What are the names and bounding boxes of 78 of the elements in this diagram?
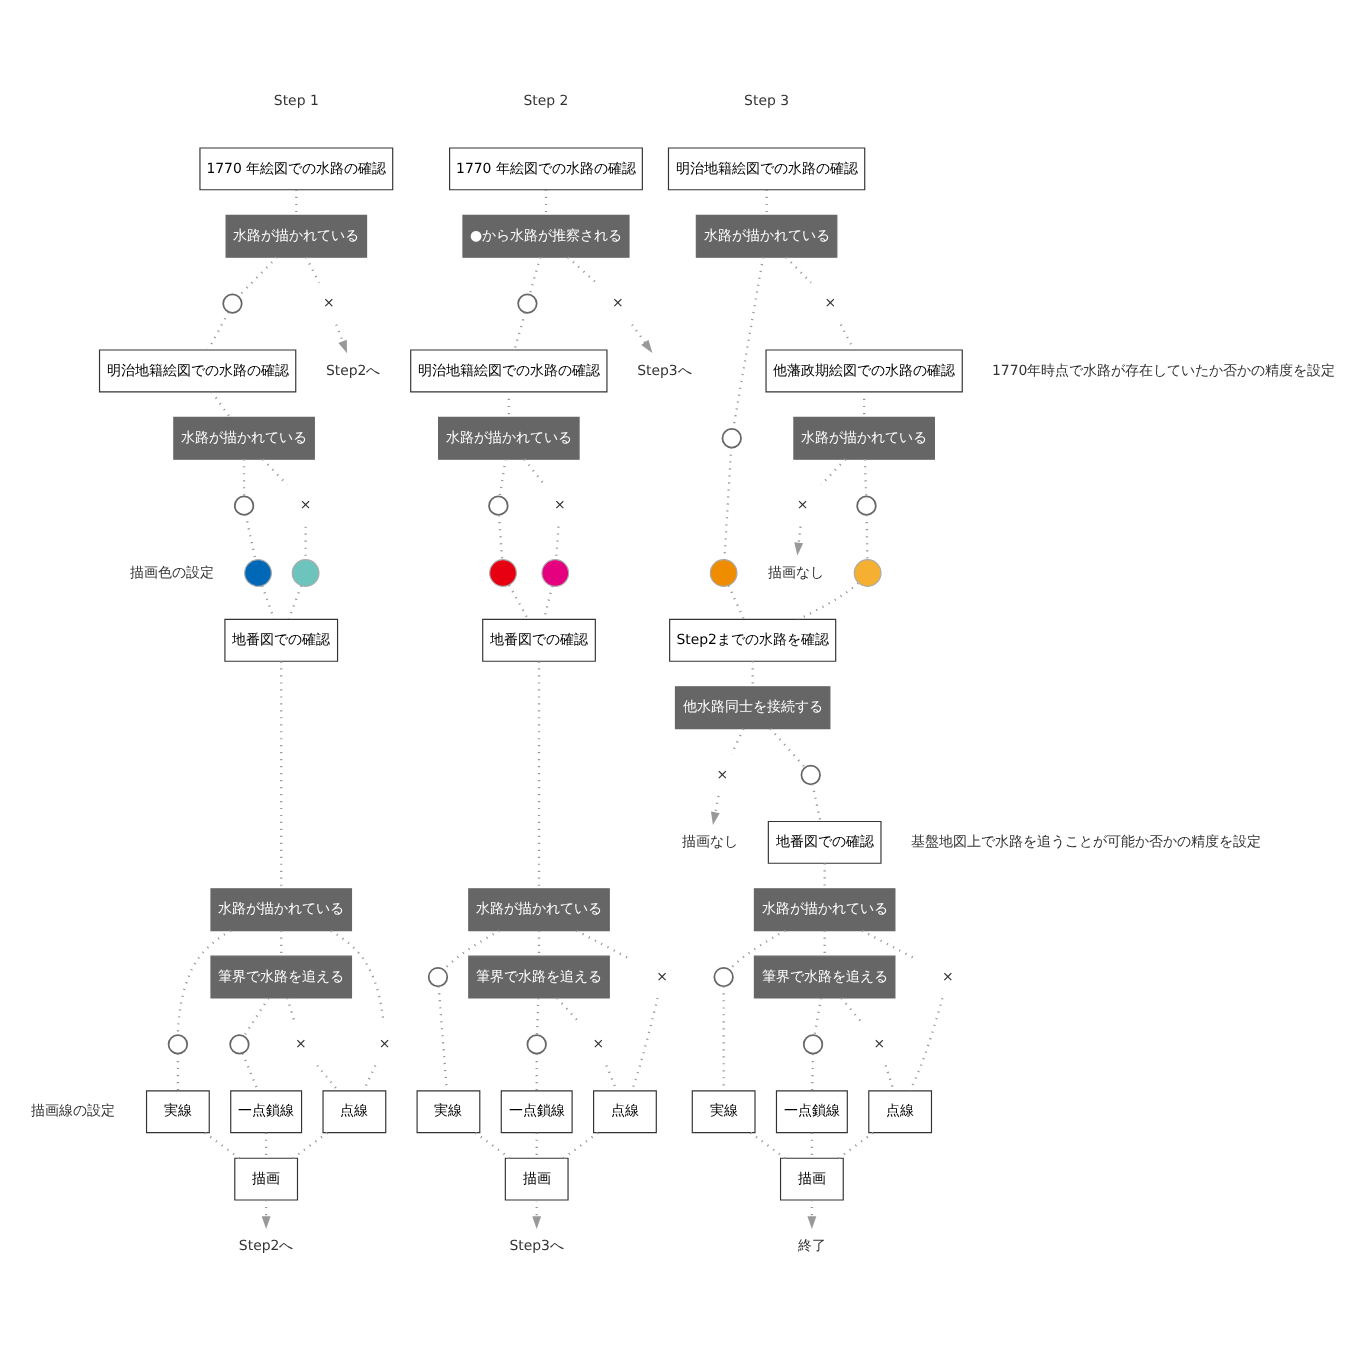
connector (567, 255, 597, 283)
connector (730, 727, 745, 754)
connector (542, 584, 554, 619)
connector (243, 996, 270, 1036)
node-circle (517, 292, 538, 313)
node-circle (541, 558, 570, 586)
node-circle (713, 965, 734, 987)
connector (838, 1130, 874, 1159)
node-circle (222, 292, 243, 313)
node-circle (489, 558, 517, 586)
connector (523, 457, 546, 485)
connector (237, 255, 278, 297)
connector (813, 996, 823, 1035)
connector (861, 928, 917, 960)
connector (820, 457, 847, 485)
node-circle (800, 763, 821, 785)
connector (605, 1064, 618, 1091)
connector (732, 256, 765, 429)
node-circle (229, 1033, 250, 1054)
connector (508, 583, 529, 619)
arrow (794, 525, 804, 555)
connector (443, 928, 501, 970)
connector (176, 928, 232, 1034)
connector (865, 514, 869, 559)
connector (785, 255, 812, 283)
connector (437, 985, 449, 1090)
connector (262, 457, 288, 485)
connector (474, 1130, 511, 1159)
node-circle (167, 1033, 189, 1054)
connector (497, 514, 504, 559)
connector (555, 525, 560, 559)
connector (204, 1130, 241, 1159)
node-circle (488, 494, 509, 515)
connector (528, 255, 542, 294)
connector (909, 996, 944, 1091)
connector (722, 985, 725, 1090)
connector (305, 255, 320, 283)
connector (863, 458, 868, 496)
node-circle (709, 558, 738, 586)
connector (556, 996, 582, 1024)
connector (797, 581, 859, 620)
connector (261, 584, 276, 619)
arrow (335, 323, 348, 353)
node-circle (233, 494, 255, 515)
connector (749, 1130, 786, 1159)
connector (244, 513, 257, 560)
connector (884, 1064, 895, 1091)
connector (330, 928, 385, 1023)
connector (287, 584, 303, 619)
connector (727, 584, 745, 619)
connector (210, 390, 231, 418)
connector (316, 1063, 340, 1091)
connector (513, 311, 527, 350)
connector (723, 446, 733, 559)
connector (207, 310, 230, 350)
connector (840, 996, 864, 1024)
node-circle (721, 427, 742, 448)
node-circle (802, 1033, 824, 1054)
connector (292, 1130, 329, 1159)
connector (286, 996, 297, 1023)
connector (562, 1130, 599, 1159)
connector (576, 928, 632, 960)
connector (498, 458, 507, 496)
node-circle (427, 965, 449, 987)
connector (242, 458, 246, 496)
node-circle (856, 494, 877, 515)
node-circle (853, 558, 882, 586)
node-circle (526, 1033, 547, 1054)
connector (769, 726, 806, 767)
connector (630, 996, 659, 1090)
connector (839, 323, 855, 350)
connector (811, 782, 822, 821)
node-circle (244, 558, 272, 586)
connector (241, 1052, 260, 1091)
connector (728, 928, 786, 970)
node-circle (291, 558, 320, 586)
connector (362, 1063, 377, 1091)
arrow (631, 322, 653, 352)
